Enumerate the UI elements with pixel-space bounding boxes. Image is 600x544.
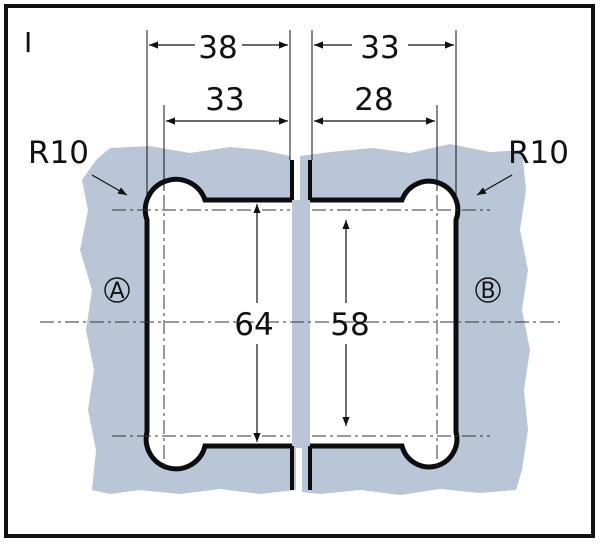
panel-label: I (24, 26, 32, 59)
radius-right-label: R10 (508, 135, 569, 171)
marker-a-label: A (109, 279, 124, 304)
profile-a-outline (142, 176, 292, 472)
marker-b-label: B (480, 279, 495, 304)
dim-b-inner-label: 28 (354, 82, 393, 118)
marker-a-circle (104, 277, 130, 303)
dim-a-outer-label: 38 (198, 30, 237, 66)
radius-left-label: R10 (28, 135, 89, 171)
dim-a-height-label: 64 (234, 307, 273, 343)
marker-b: B (475, 277, 501, 304)
marker-b-circle (475, 277, 501, 303)
dim-b-height-label: 58 (330, 307, 369, 343)
radius-right-leader (476, 174, 513, 196)
marker-a: A (104, 277, 130, 304)
profile-b-outline (310, 178, 461, 470)
extension-lines (146, 30, 457, 210)
dim-b-outer-label: 33 (360, 30, 399, 66)
radius-left-leader (91, 174, 128, 196)
dim-a-inner-label: 33 (205, 82, 244, 118)
center-lines (40, 170, 560, 470)
